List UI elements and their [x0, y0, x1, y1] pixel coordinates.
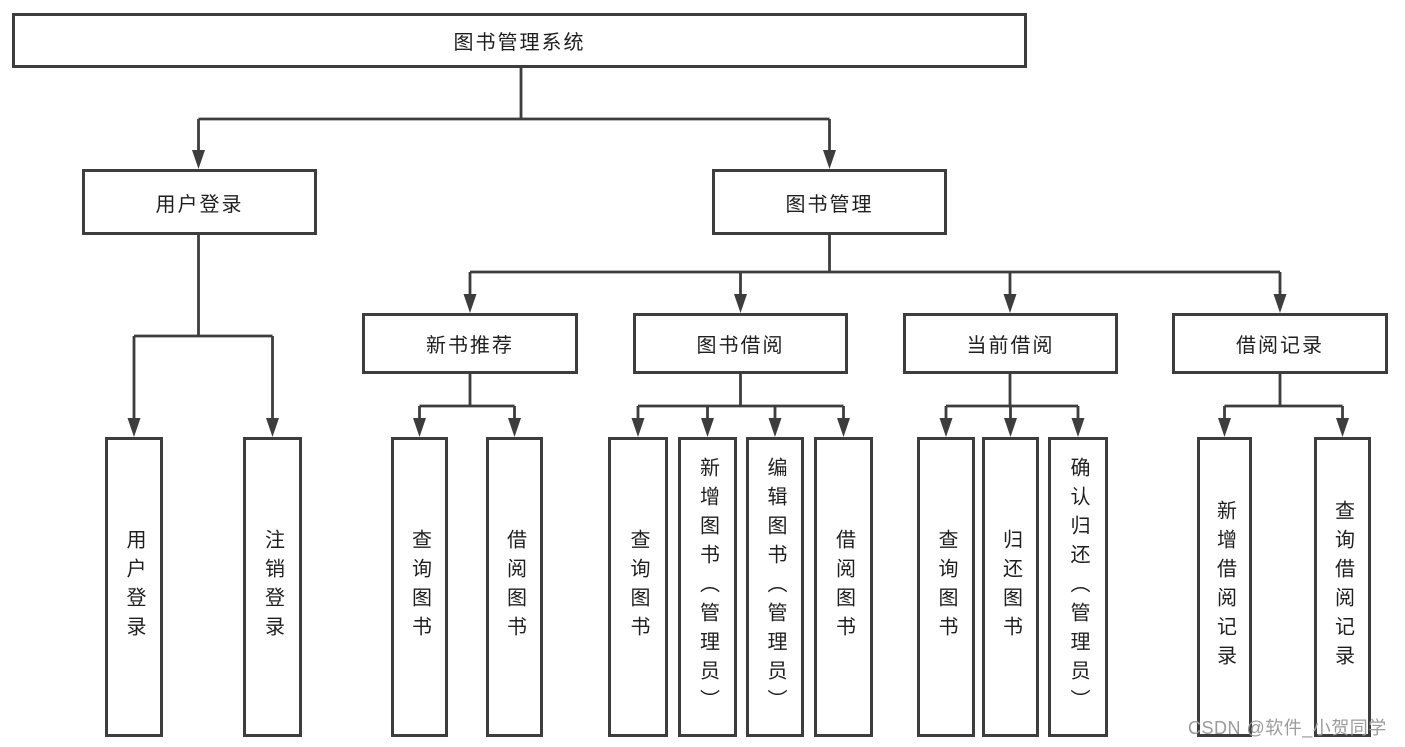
watermark-text: CSDN @软件_小贺同学 [1188, 718, 1387, 738]
node-leaf-add-book-admin: 新增图书（管理员） [678, 437, 737, 737]
node-leaf-query-borrow-record: 查询借阅记录 [1314, 437, 1371, 737]
arrowhead [413, 418, 426, 437]
node-borrow-records: 借阅记录 [1172, 313, 1388, 374]
leaf-label: 编辑图书（管理员） [764, 456, 786, 718]
connector-book-borrow-children [636, 374, 845, 422]
arrowhead [463, 294, 477, 313]
node-book-mgmt: 图书管理 [712, 169, 947, 235]
node-current-borrow: 当前借阅 [903, 313, 1118, 374]
arrowhead [508, 418, 521, 437]
leaf-label: 查询图书 [408, 529, 431, 645]
node-leaf-query-books-1: 查询图书 [391, 437, 448, 737]
node-leaf-logout: 注销登录 [243, 437, 302, 737]
leaf-label: 借阅图书 [832, 529, 855, 645]
leaf-label: 确认归还（管理员） [1067, 456, 1089, 718]
node-leaf-borrow-books-2: 借阅图书 [814, 437, 873, 737]
node-leaf-edit-book-admin: 编辑图书（管理员） [746, 437, 804, 737]
node-user-login: 用户登录 [82, 169, 317, 235]
leaf-label: 查询图书 [627, 529, 649, 645]
arrowhead [701, 418, 714, 437]
connector-borrow-records-children [1223, 374, 1344, 422]
node-leaf-add-borrow-record: 新增借阅记录 [1197, 437, 1252, 737]
arrowhead [1003, 294, 1017, 313]
arrowhead [266, 418, 279, 437]
arrowhead [1336, 418, 1349, 437]
connector-user-login-children [132, 235, 274, 422]
leaf-label: 查询借阅记录 [1331, 500, 1354, 674]
node-leaf-query-books-2: 查询图书 [608, 437, 668, 737]
arrowhead [939, 418, 953, 437]
arrowhead [1273, 294, 1287, 313]
node-leaf-user-login: 用户登录 [105, 437, 163, 737]
connector-book-mgmt-children [468, 235, 1282, 298]
leaf-label: 新增图书（管理员） [696, 456, 719, 718]
arrowhead [1004, 418, 1017, 437]
node-leaf-confirm-return-admin: 确认归还（管理员） [1048, 437, 1108, 737]
arrowhead [734, 294, 747, 313]
connector-current-borrow-children [944, 374, 1080, 422]
node-leaf-borrow-books-1: 借阅图书 [486, 437, 543, 737]
node-leaf-return-books: 归还图书 [982, 437, 1039, 737]
node-new-books: 新书推荐 [362, 313, 578, 374]
arrowhead [837, 418, 850, 437]
node-leaf-query-books-3: 查询图书 [917, 437, 975, 737]
connector-root-to-level2 [197, 68, 831, 154]
arrowhead [192, 150, 205, 169]
arrowhead [127, 418, 141, 437]
arrowhead [631, 418, 645, 437]
leaf-label: 查询图书 [935, 529, 957, 645]
arrowhead [1071, 418, 1085, 437]
leaf-label: 注销登录 [261, 529, 284, 645]
arrowhead [823, 150, 836, 169]
connector-new-books-children [418, 374, 516, 422]
leaf-label: 用户登录 [123, 529, 145, 645]
arrowhead [1218, 418, 1231, 437]
arrowhead [768, 418, 782, 437]
leaf-label: 归还图书 [999, 529, 1022, 645]
node-root: 图书管理系统 [12, 13, 1027, 68]
node-book-borrow: 图书借阅 [633, 313, 848, 374]
leaf-label: 新增借阅记录 [1213, 500, 1236, 674]
leaf-label: 借阅图书 [503, 529, 526, 645]
